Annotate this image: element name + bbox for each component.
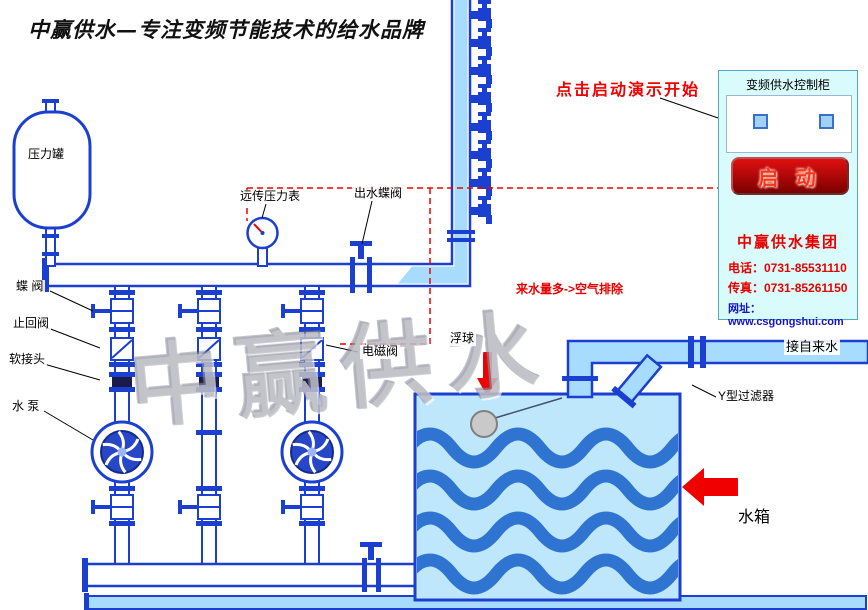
water-waves	[417, 427, 678, 595]
float-ball-label: 浮球	[448, 331, 477, 346]
faucet-column	[469, 0, 492, 224]
remote-pressure-gauge-label: 远传压力表	[238, 189, 303, 204]
cabinet-display	[726, 95, 852, 153]
fax-number: 传真：0731-85261150	[728, 281, 848, 295]
water-pump-2	[280, 420, 344, 484]
water-pump-1	[90, 420, 154, 484]
outlet-butterfly-valve-label: 出水蝶阀	[352, 186, 405, 201]
page-title: 中赢供水—专注变频节能技术的给水品牌	[28, 17, 424, 42]
solenoid-valve-label: 电磁阀	[360, 344, 401, 359]
water-tank-arrow	[682, 468, 738, 506]
tap-water-inlet-label: 接自来水	[784, 336, 841, 355]
water-pump-label: 水 泵	[10, 399, 42, 414]
float-ball	[470, 410, 498, 438]
y-filter	[611, 353, 663, 409]
control-cabinet: 变频供水控制柜 启 动 中赢供水集团 电话：0731-85531110 传真：0…	[718, 70, 858, 328]
inlet-pipe	[562, 336, 868, 409]
pressure-tank-label: 压力罐	[28, 147, 65, 161]
company-name: 中赢供水集团	[736, 234, 839, 251]
water-tank	[413, 392, 682, 602]
check-valve-label: 止回阀	[11, 316, 52, 331]
outlet-butterfly-valve	[350, 241, 372, 293]
main-outlet-pipe	[42, 0, 475, 292]
phone-number: 电话：0731-85531110	[728, 261, 847, 275]
start-button[interactable]: 启 动	[731, 157, 849, 195]
pressure-tank	[12, 99, 92, 267]
water-tank-label: 水箱	[738, 509, 771, 526]
float-ball-arrow	[477, 352, 498, 396]
y-filter-label: Y型过滤器	[716, 389, 777, 404]
suction-header-pipe	[82, 542, 417, 592]
air-exhaust-note: 来水量多->空气排除	[516, 282, 624, 296]
butterfly-valve-label: 蝶 阀	[14, 279, 46, 294]
soft-joint-label: 软接头	[7, 352, 48, 367]
leader-lines	[43, 97, 725, 441]
pump-branch-2	[280, 285, 344, 567]
branch-2	[177, 285, 222, 567]
demo-start-hint: 点击启动演示开始	[556, 82, 701, 99]
website-link[interactable]: 网址：www.csgongshui.com	[728, 303, 844, 328]
float-linkage	[494, 397, 563, 419]
indicator-light-1	[753, 114, 768, 129]
pressure-gauge	[246, 216, 279, 267]
indicator-light-2	[819, 114, 834, 129]
pump-branch-1	[90, 285, 154, 567]
control-cabinet-title: 变频供水控制柜	[745, 78, 830, 92]
